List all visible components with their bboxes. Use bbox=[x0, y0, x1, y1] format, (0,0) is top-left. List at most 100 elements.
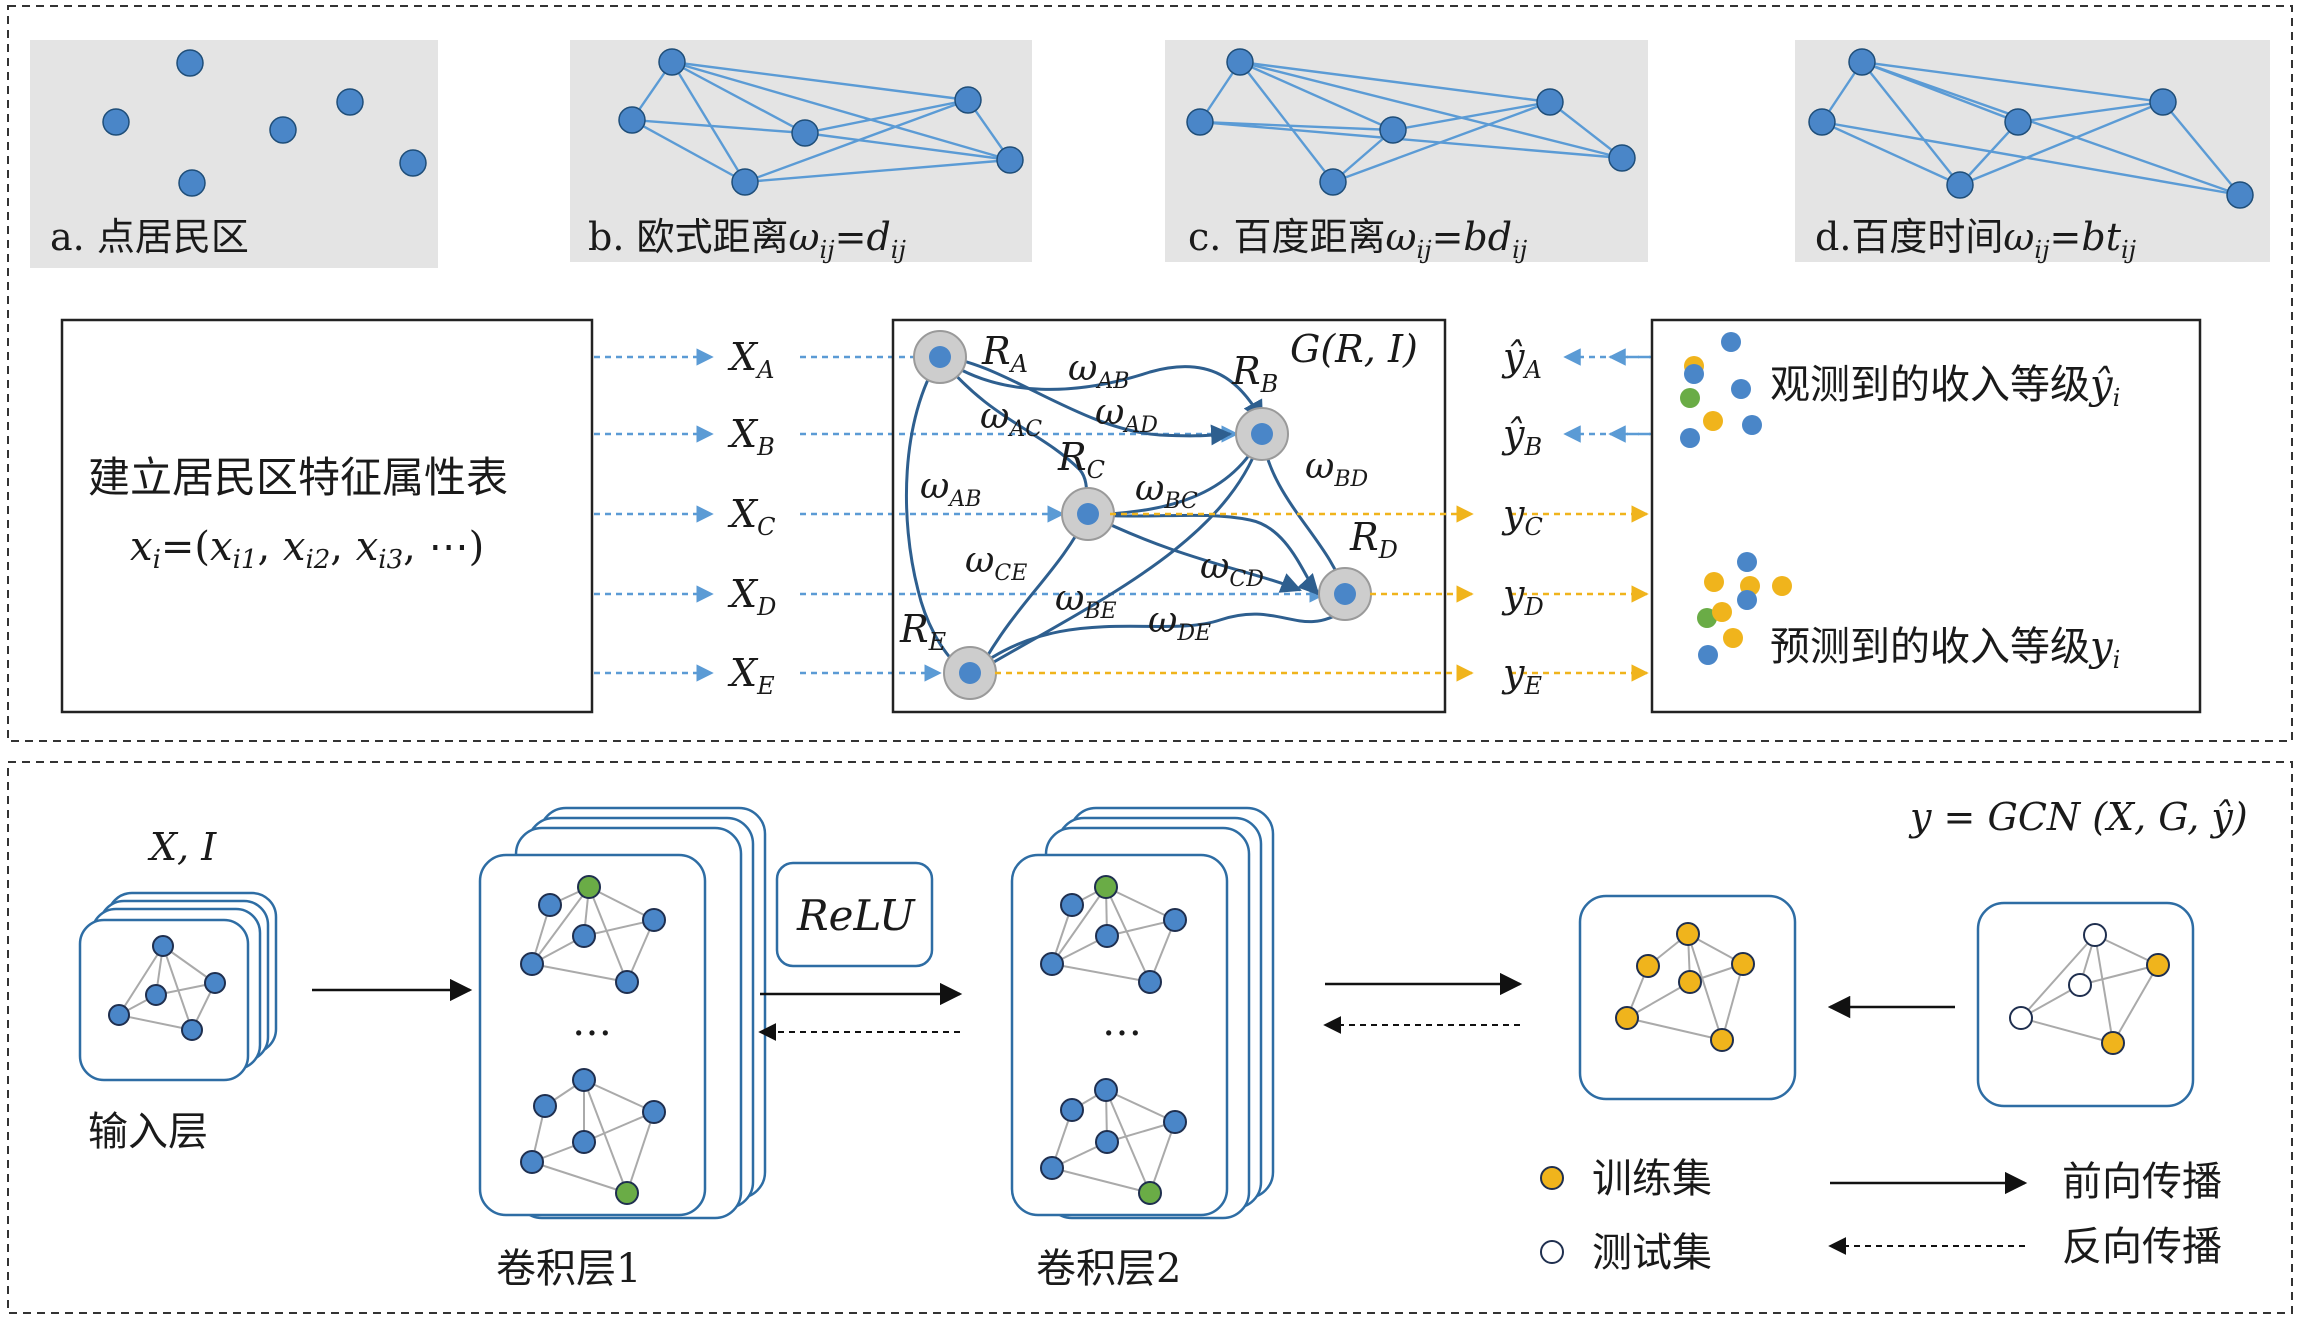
residential-node bbox=[176, 49, 204, 77]
conv2-ellipsis: … bbox=[1102, 999, 1142, 1045]
network-node bbox=[954, 86, 982, 114]
train-node bbox=[1731, 952, 1755, 976]
observed-dot bbox=[1703, 411, 1723, 431]
output-label-e: yE bbox=[1501, 651, 1542, 700]
node-label-d: RD bbox=[1349, 515, 1398, 564]
conv2-label: 卷积层2 bbox=[1036, 1246, 1181, 1292]
top-section-frame bbox=[7, 5, 2293, 742]
network-node bbox=[996, 146, 1024, 174]
conv1-label: 卷积层1 bbox=[496, 1246, 641, 1292]
network-node bbox=[1946, 171, 1974, 199]
network-node bbox=[1848, 48, 1876, 76]
network-node bbox=[2004, 108, 2032, 136]
panel-d-label: d.百度时间ωij=btij bbox=[1815, 215, 2137, 264]
panel-c-label: c. 百度距离ωij=bdij bbox=[1188, 215, 1528, 264]
node-label-b: RB bbox=[1231, 349, 1278, 398]
observed-dot bbox=[1721, 332, 1741, 352]
input-label-d: XD bbox=[727, 572, 776, 621]
observed-dot bbox=[1680, 428, 1700, 448]
baidu-time-network bbox=[1820, 57, 2242, 200]
graph-edges bbox=[905, 355, 1351, 675]
gcn-formula: y = GCN (X, G, ŷ) bbox=[1908, 795, 2248, 839]
train-node bbox=[1678, 970, 1702, 994]
mini-node bbox=[572, 1068, 596, 1092]
output-labels: ŷA ŷB yC yD yE bbox=[1501, 335, 1544, 700]
test-input-graph bbox=[1976, 901, 2195, 1108]
mini-node bbox=[204, 972, 226, 994]
train-node bbox=[1676, 922, 1700, 946]
network-node bbox=[1319, 168, 1347, 196]
node-label-c: RC bbox=[1057, 435, 1105, 484]
network-node bbox=[2226, 181, 2254, 209]
bottom-section-frame bbox=[7, 761, 2293, 1314]
train-node bbox=[1636, 954, 1660, 978]
test-node bbox=[2083, 923, 2107, 947]
mini-node bbox=[1040, 952, 1064, 976]
network-node bbox=[2149, 88, 2177, 116]
node-a bbox=[929, 346, 951, 368]
observed-income-label: 观测到的收入等级ŷi bbox=[1770, 362, 2120, 412]
mini-node bbox=[1040, 1156, 1064, 1180]
mini-node bbox=[1138, 1181, 1162, 1205]
mini-node bbox=[577, 875, 601, 899]
mini-node bbox=[538, 893, 562, 917]
input-layer-top-label: X, I bbox=[147, 825, 217, 869]
edge-label: ωAB bbox=[1068, 348, 1129, 394]
feature-table-box: 建立居民区特征属性表 xi=(xi1, xi2, xi3, ⋯) bbox=[60, 318, 594, 714]
panel-a: a. 点居民区 bbox=[30, 40, 438, 268]
feature-table-frame bbox=[60, 318, 594, 714]
conv-layer-1: … 卷积层1 bbox=[478, 806, 767, 1292]
mini-node bbox=[152, 935, 174, 957]
output-label-c: yC bbox=[1501, 492, 1543, 541]
mini-node bbox=[1163, 1110, 1187, 1134]
network-node bbox=[658, 48, 686, 76]
conv-layer-2: … 卷积层2 bbox=[1010, 806, 1275, 1292]
feature-vector-formula: xi=(xi1, xi2, xi3, ⋯) bbox=[130, 524, 484, 575]
predicted-dot bbox=[1712, 602, 1732, 622]
mini-node bbox=[1060, 1098, 1084, 1122]
mini-node bbox=[572, 1130, 596, 1154]
layer-card bbox=[1976, 901, 2195, 1108]
mini-node bbox=[1060, 893, 1084, 917]
layer-card bbox=[1578, 894, 1797, 1101]
mini-node bbox=[1138, 970, 1162, 994]
edge-label: ωCD bbox=[1200, 546, 1264, 592]
observed-dot bbox=[1680, 388, 1700, 408]
train-node bbox=[1710, 1028, 1734, 1052]
network-node bbox=[1379, 116, 1407, 144]
panel-c: c. 百度距离ωij=bdij bbox=[1165, 40, 1648, 264]
mini-node bbox=[1094, 1078, 1118, 1102]
node-label-a: RA bbox=[981, 329, 1028, 378]
forward-legend-label: 前向传播 bbox=[2062, 1159, 2222, 1205]
mini-node bbox=[533, 1094, 557, 1118]
train-legend-label: 训练集 bbox=[1592, 1156, 1712, 1202]
graph-title: G(R, I) bbox=[1290, 327, 1418, 371]
network-node bbox=[1536, 88, 1564, 116]
observed-dot bbox=[1731, 379, 1751, 399]
network-node bbox=[731, 168, 759, 196]
panel-b: b. 欧式距离ωij=dij bbox=[570, 40, 1032, 264]
residential-node bbox=[102, 108, 130, 136]
mini-node bbox=[520, 1150, 544, 1174]
edge-label: ωAD bbox=[1095, 392, 1158, 438]
edge-label: ωCE bbox=[965, 540, 1027, 586]
residential-node bbox=[336, 88, 364, 116]
input-label-e: XE bbox=[727, 651, 775, 700]
observed-dot bbox=[1684, 364, 1704, 384]
mini-node bbox=[615, 1181, 639, 1205]
predicted-dot bbox=[1698, 645, 1718, 665]
edge-label: ωDE bbox=[1148, 600, 1211, 646]
node-label-e: RE bbox=[899, 607, 947, 656]
node-e bbox=[959, 662, 981, 684]
input-label-a: XA bbox=[727, 335, 774, 384]
output-label-d: yD bbox=[1501, 572, 1544, 621]
residential-node bbox=[269, 116, 297, 144]
network-node bbox=[791, 119, 819, 147]
train-legend-swatch bbox=[1540, 1166, 1564, 1190]
income-level-box: 观测到的收入等级ŷi 预测到的收入等级yi bbox=[1650, 318, 2202, 714]
edge-label: ωAB bbox=[920, 466, 981, 512]
test-node bbox=[2009, 1006, 2033, 1030]
node-b bbox=[1251, 423, 1273, 445]
predicted-dot bbox=[1737, 590, 1757, 610]
